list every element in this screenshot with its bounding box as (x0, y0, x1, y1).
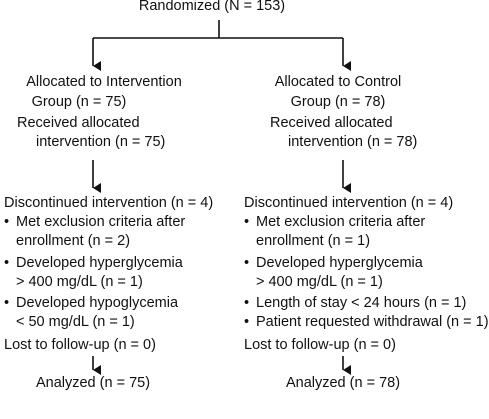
control-received-line-1: Received allocated (270, 115, 393, 131)
right-reason-2-line-1: Developed hyperglycemia (244, 254, 423, 273)
right-reason-2-line-2: > 400 mg/dL (n = 1) (256, 274, 383, 290)
left-reason-3-line-1: Developed hypoglycemia (4, 294, 178, 313)
intervention-received-line-1: Received allocated (17, 115, 140, 131)
right-reason-4: Patient requested withdrawal (n = 1) (244, 313, 489, 332)
right-lost-to-follow-up: Lost to follow-up (n = 0) (244, 337, 396, 353)
intervention-allocated-line-2: Group (n = 75) (31, 94, 127, 110)
control-received-line-2: intervention (n = 78) (288, 134, 418, 150)
left-reason-1-line-2: enrollment (n = 2) (16, 233, 131, 249)
right-reason-1-line-2: enrollment (n = 1) (256, 233, 371, 249)
intervention-analyzed: Analyzed (n = 75) (35, 375, 151, 391)
intervention-received-line-2: intervention (n = 75) (36, 134, 166, 150)
control-analyzed: Analyzed (n = 78) (285, 375, 401, 391)
left-lost-to-follow-up: Lost to follow-up (n = 0) (4, 337, 156, 353)
randomized-label: Randomized (N = 153) (138, 0, 286, 14)
left-reason-2-line-1: Developed hyperglycemia (4, 254, 183, 273)
left-reason-2-line-2: > 400 mg/dL (n = 1) (16, 274, 143, 290)
connector-lines (92, 20, 351, 375)
right-reason-3: Length of stay < 24 hours (n = 1) (244, 294, 466, 313)
left-discontinued-title: Discontinued intervention (n = 4) (4, 195, 214, 211)
control-allocated-line-2: Group (n = 78) (290, 94, 386, 110)
left-reason-3-line-2: < 50 mg/dL (n = 1) (16, 314, 135, 330)
control-allocated-line-1: Allocated to Control (274, 74, 402, 90)
left-reason-1-line-1: Met exclusion criteria after (4, 213, 185, 232)
intervention-allocated-line-1: Allocated to Intervention (26, 74, 182, 90)
right-reason-1-line-1: Met exclusion criteria after (244, 213, 425, 232)
right-discontinued-title: Discontinued intervention (n = 4) (244, 195, 454, 211)
